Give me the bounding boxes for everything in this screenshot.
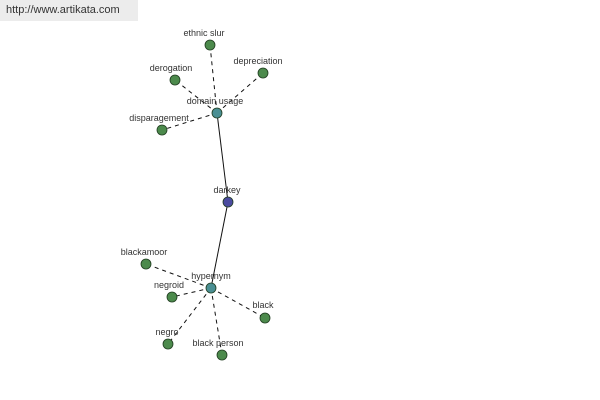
label-hub-hyper[interactable]: hypernym	[191, 271, 231, 281]
graph-nodes	[140, 39, 271, 361]
label-negro[interactable]: negro	[155, 327, 178, 337]
edge-hub_hyper-black	[210, 287, 266, 319]
graph-edges	[145, 44, 266, 356]
label-center[interactable]: darkey	[213, 185, 241, 195]
edge-hub_hyper-negroid	[171, 287, 212, 298]
node-blackamoor[interactable]	[140, 258, 152, 270]
node-center[interactable]	[222, 196, 234, 208]
graph-labels: darkey domain usage hypernym ethnic slur der…	[121, 28, 283, 348]
label-hub-usage[interactable]: domain usage	[187, 96, 244, 106]
site-url[interactable]: http://www.artikata.com	[6, 4, 120, 16]
node-depreciation[interactable]	[257, 67, 269, 79]
node-negroid[interactable]	[166, 291, 178, 303]
label-negroid[interactable]: negroid	[154, 280, 184, 290]
node-black[interactable]	[259, 312, 271, 324]
edge-hub_usage-ethnic_slur	[209, 44, 218, 114]
edge-hub_usage-disparagement	[161, 112, 218, 131]
url-banner: http://www.artikata.com	[0, 0, 138, 21]
label-derogation[interactable]: derogation	[150, 63, 193, 73]
edge-hub_hyper-blackamoor	[145, 263, 212, 289]
label-ethnic-slur[interactable]: ethnic slur	[183, 28, 224, 38]
edge-hub_usage-derogation	[174, 79, 218, 114]
edge-center-hub_usage	[216, 112, 229, 203]
node-derogation[interactable]	[169, 74, 181, 86]
label-black-person[interactable]: black person	[192, 338, 243, 348]
edge-center-hub_hyper	[210, 201, 229, 289]
edge-hub_hyper-negro	[167, 287, 212, 345]
node-disparagement[interactable]	[156, 124, 168, 136]
node-negro[interactable]	[162, 338, 174, 350]
node-hub-usage[interactable]	[211, 107, 223, 119]
label-disparagement[interactable]: disparagement	[129, 113, 189, 123]
node-ethnic-slur[interactable]	[204, 39, 216, 51]
label-black[interactable]: black	[252, 300, 274, 310]
node-black-person[interactable]	[216, 349, 228, 361]
edge-hub_usage-depreciation	[216, 72, 264, 114]
label-depreciation[interactable]: depreciation	[233, 56, 282, 66]
label-blackamoor[interactable]: blackamoor	[121, 247, 168, 257]
edge-hub_hyper-black_person	[210, 287, 223, 356]
node-hub-hyper[interactable]	[205, 282, 217, 294]
